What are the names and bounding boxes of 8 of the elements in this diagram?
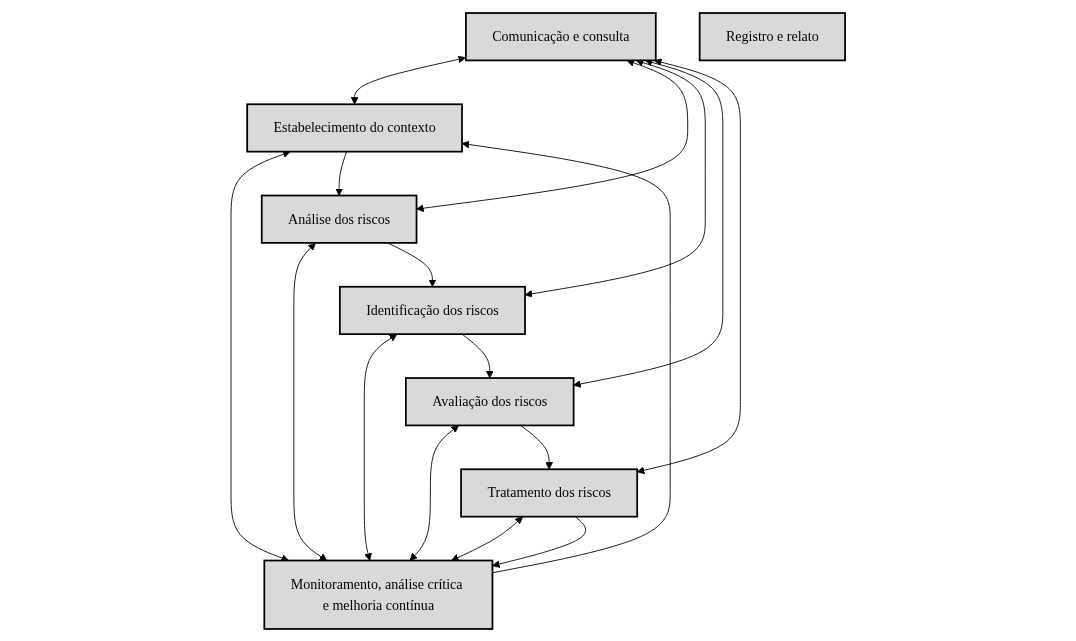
- node-box: Tratamento dos riscos: [460, 467, 638, 518]
- node-box: Estabelecimento do contexto: [246, 102, 463, 153]
- node-box: Comunicação e consulta: [465, 11, 657, 61]
- node-box: Identificação dos riscos: [338, 285, 526, 335]
- node-box: Registro e relato: [698, 11, 846, 61]
- node-box: Monitoramento, análise crítica e melhoria contínua: [263, 559, 494, 630]
- node-box: Avaliação dos riscos: [404, 376, 575, 426]
- node-box: Análise dos riscos: [260, 194, 418, 244]
